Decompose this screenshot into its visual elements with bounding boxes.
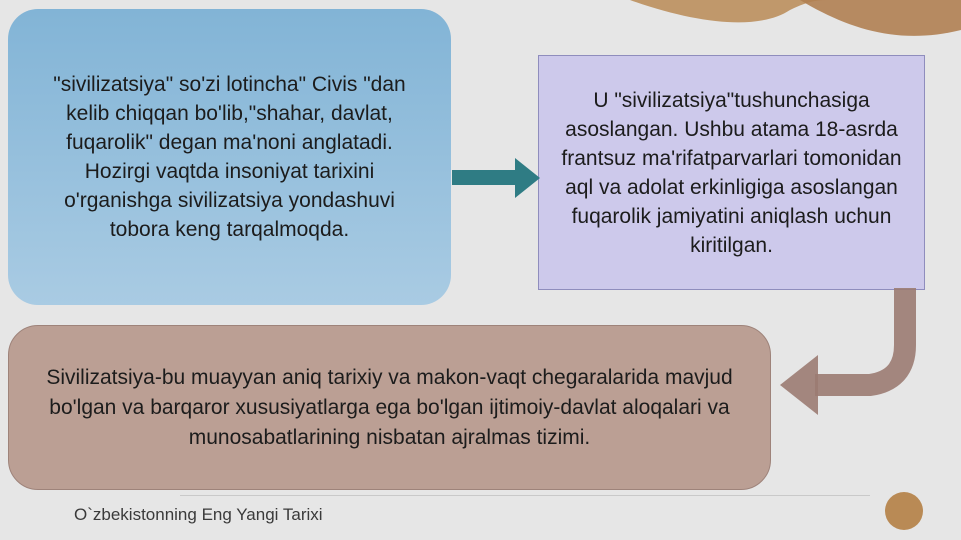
footer-accent-dot	[885, 492, 923, 530]
definition-origin-text: "sivilizatsiya" so'zi lotincha" Civis "d…	[53, 73, 406, 241]
footer-title: O`zbekistonning Eng Yangi Tarixi	[74, 505, 323, 524]
footer-divider	[180, 495, 870, 496]
definition-summary-text: Sivilizatsiya-bu muayyan aniq tarixiy va…	[46, 365, 733, 449]
term-history-box: U "sivilizatsiya"tushunchasiga asoslanga…	[538, 55, 925, 290]
term-history-text: U "sivilizatsiya"tushunchasiga asoslanga…	[561, 88, 902, 257]
definition-summary-box: Sivilizatsiya-bu muayyan aniq tarixiy va…	[8, 325, 771, 490]
definition-origin-box: "sivilizatsiya" so'zi lotincha" Civis "d…	[8, 9, 451, 305]
